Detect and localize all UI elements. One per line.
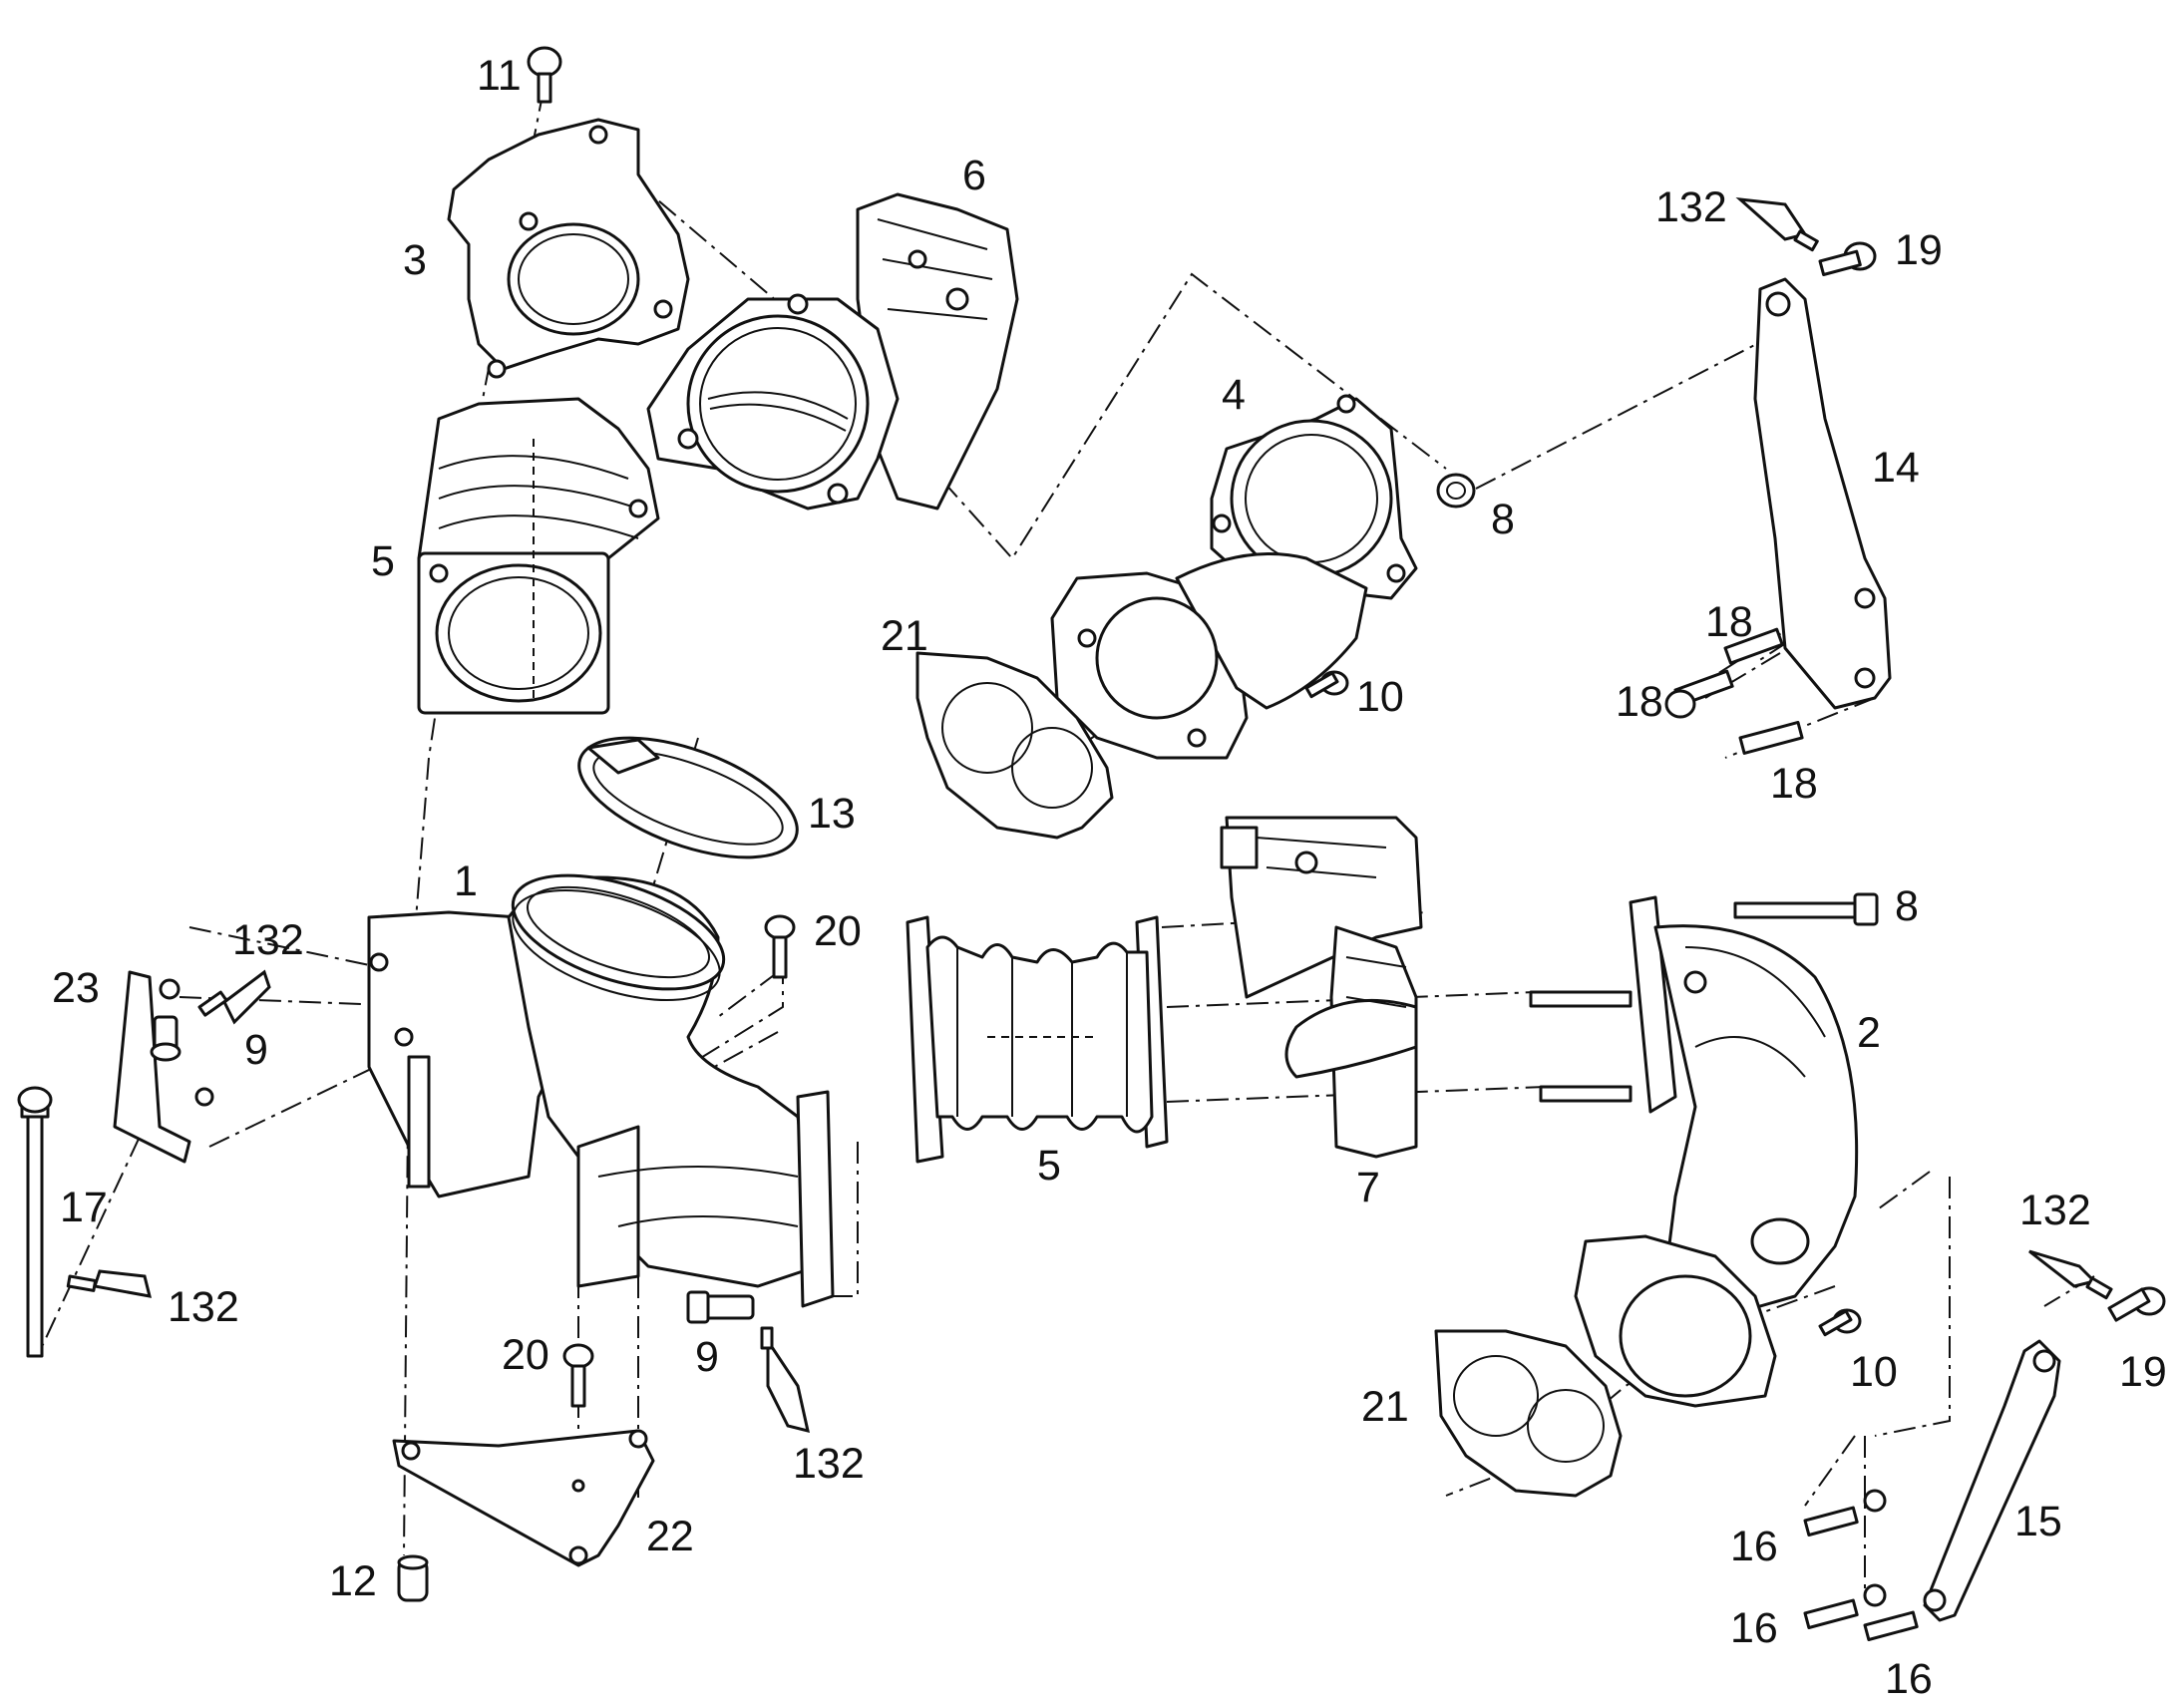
callout-22: 22 <box>646 1513 694 1560</box>
callout-132-center: 132 <box>793 1440 865 1488</box>
callout-8-upper: 8 <box>1491 496 1515 543</box>
callout-19-lower: 19 <box>2119 1348 2167 1396</box>
callout-5-lower: 5 <box>1037 1142 1061 1190</box>
part-17-long-bolt <box>17 1086 53 1358</box>
part-8-long-bolt <box>1733 892 1879 926</box>
part-14-bracket <box>1753 277 1892 710</box>
callout-4: 4 <box>1222 371 1246 419</box>
stud-upper <box>1529 990 1633 1008</box>
callout-132-left: 132 <box>232 916 304 964</box>
part-20-bolt-lower <box>562 1343 594 1408</box>
callout-15: 15 <box>2014 1498 2062 1545</box>
part-11-bolt <box>527 46 562 104</box>
part-5-upper-coupling <box>417 397 660 715</box>
part-9-bolt-left <box>150 1015 182 1062</box>
part-8-nut <box>1436 473 1476 509</box>
part-12-grommet <box>397 1554 429 1602</box>
callout-132-bottom-left: 132 <box>168 1283 239 1331</box>
callout-132-right: 132 <box>2019 1187 2091 1234</box>
part-21-gasket-lower <box>1434 1329 1623 1498</box>
callout-18-b: 18 <box>1616 678 1663 726</box>
part-19-bolt-lower <box>2107 1286 2166 1322</box>
part-23-bracket <box>113 970 214 1164</box>
callout-10-lower: 10 <box>1850 1348 1898 1396</box>
callout-20-lower: 20 <box>502 1331 549 1379</box>
callout-20-upper: 20 <box>814 907 862 955</box>
callout-14: 14 <box>1872 444 1920 492</box>
callout-9-bottom: 9 <box>695 1333 719 1381</box>
callout-labels: 11 3 6 132 19 4 14 8 5 21 18 10 18 18 13… <box>52 52 2167 1703</box>
part-7-valve-housing <box>1220 816 1423 1159</box>
callout-18-a: 18 <box>1705 598 1753 646</box>
callout-18-c: 18 <box>1770 760 1818 808</box>
part-16-bolts <box>1803 1506 1919 1641</box>
callout-1: 1 <box>454 857 478 905</box>
callout-132-top: 132 <box>1655 183 1727 231</box>
callout-8-lower: 8 <box>1895 882 1919 930</box>
part-9-bolt-bottom <box>686 1290 755 1324</box>
part-13-clamp <box>577 736 799 859</box>
part-10-bolt-lower <box>1818 1308 1862 1337</box>
part-15-bracket <box>1863 1339 2061 1622</box>
part-18-bolts <box>1664 627 1804 755</box>
callout-21-upper: 21 <box>881 612 928 660</box>
callout-13: 13 <box>808 790 856 838</box>
callout-3: 3 <box>403 236 427 284</box>
part-5-bellows-coupling <box>906 915 1169 1164</box>
stud-lower <box>1539 1085 1633 1103</box>
part-22-plate <box>392 1429 655 1567</box>
part-132-grease-tube-right <box>2028 1249 2113 1300</box>
callout-2: 2 <box>1857 1009 1881 1057</box>
callout-16-c: 16 <box>1885 1655 1933 1703</box>
part-132-grease-tube-bottom-left <box>66 1269 153 1298</box>
upper-turbo-elbow <box>1050 552 1368 760</box>
callout-17: 17 <box>60 1184 108 1231</box>
callout-9-left: 9 <box>244 1026 268 1074</box>
part-132-grease-tube-top <box>1735 196 1819 252</box>
callout-6: 6 <box>962 152 986 199</box>
lower-turbo-flange <box>1574 1234 1777 1408</box>
part-132-grease-tube-left <box>197 969 271 1025</box>
part-6-throttle-body <box>646 192 1019 511</box>
part-3-flange <box>447 118 690 379</box>
part-4-flange <box>1210 394 1418 600</box>
callout-16-b: 16 <box>1730 1604 1778 1652</box>
part-10-bolt-upper <box>1304 670 1349 699</box>
part-19-bolt-upper <box>1818 241 1877 277</box>
callout-19-top: 19 <box>1895 226 1943 274</box>
callout-10-upper: 10 <box>1356 673 1404 721</box>
callout-23: 23 <box>52 964 100 1012</box>
callout-5-upper: 5 <box>371 537 395 585</box>
part-2-elbow-duct <box>1629 895 1859 1318</box>
callout-16-a: 16 <box>1730 1523 1778 1570</box>
part-1-elbow-intake <box>367 873 835 1308</box>
callout-7: 7 <box>1356 1164 1380 1211</box>
part-21-gasket-upper <box>915 651 1114 840</box>
part-20-bolt-upper <box>764 914 796 979</box>
callout-21-lower: 21 <box>1361 1383 1409 1431</box>
callout-11: 11 <box>477 52 522 100</box>
callout-12: 12 <box>329 1557 377 1605</box>
part-132-grease-tube-center <box>760 1326 810 1434</box>
